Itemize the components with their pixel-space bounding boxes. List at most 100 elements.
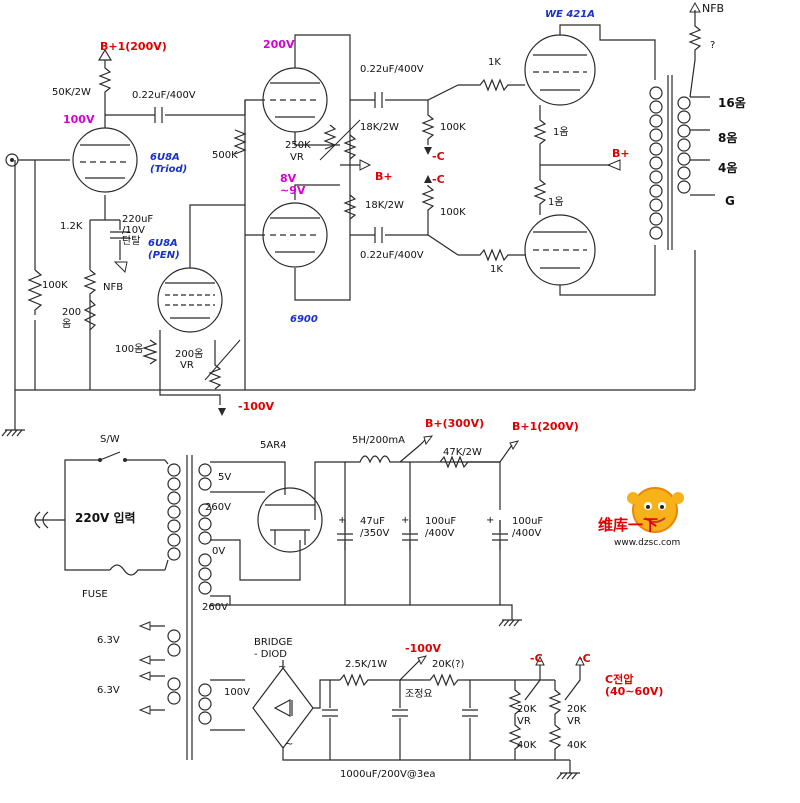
neg100-psu-arrow-icon — [417, 655, 428, 666]
resistor-47k — [439, 444, 513, 469]
label-200ohm: 200옴 — [175, 348, 203, 360]
label-18k-a: 18K/2W — [360, 122, 399, 133]
resistor-2-5k — [339, 659, 421, 687]
label-negc-psu-b: -C — [578, 652, 591, 665]
label-1k-top: 1K — [488, 57, 501, 68]
label-plus-a: + — [338, 515, 346, 526]
watermark-logo — [627, 487, 684, 533]
resistors-18k — [343, 134, 357, 220]
plug-icon — [34, 511, 65, 529]
pentode-plate-wire — [189, 204, 245, 268]
label-6-3v-a: 6.3V — [97, 635, 120, 646]
label-neg100-psu: -100V — [405, 642, 442, 655]
label-250k: 250K — [285, 140, 311, 151]
label-choke: 5H/200mA — [352, 435, 405, 446]
heater-arrow-b-icon — [138, 655, 151, 665]
label-220uf-volt: /10V — [122, 225, 145, 236]
label-tilde-a: ~ — [278, 662, 286, 673]
label-47uf-volt: /350V — [360, 528, 389, 539]
label-pen: (PEN) — [148, 250, 180, 261]
label-100v-in: 100V — [224, 687, 250, 698]
label-220uf: 220uF — [122, 214, 153, 225]
label-vr-a: VR — [517, 716, 531, 727]
coupling-wire-top — [350, 84, 459, 101]
negc-psu-arrow-a-icon — [535, 655, 545, 666]
heater-arrow-c-icon — [138, 671, 151, 681]
label-1-2k: 1.2K — [60, 221, 83, 232]
label-1ohm-b: 1옴 — [548, 196, 564, 208]
vr-200-wiper — [204, 339, 241, 381]
label-c022-top: 0.22uF/400V — [360, 64, 424, 75]
label-220uf-type: 탄탈 — [122, 234, 140, 247]
label-nfb-low: NFB — [103, 282, 123, 293]
resistor-100k-b — [421, 185, 435, 235]
label-question: ? — [710, 40, 715, 51]
label-plus-b: + — [401, 515, 409, 526]
label-c022-left: 0.22uF/400V — [132, 90, 196, 101]
label-1k-bottom: 1K — [490, 264, 503, 275]
switch-contact-b — [123, 458, 127, 462]
tube-6900-cathode-wire — [294, 132, 340, 200]
label-5v: 5V — [218, 472, 231, 483]
negc-wipers — [524, 665, 581, 701]
label-18k-b: 18K/2W — [365, 200, 404, 211]
label-1ohm-a: 1옴 — [553, 126, 569, 138]
label-we421a: WE 421A — [545, 9, 595, 20]
tube-5ar4-elements — [270, 529, 310, 545]
power-transformer — [164, 455, 212, 760]
label-100k-left: 100K — [42, 280, 68, 291]
label-tap-4: 4옴 — [718, 160, 737, 175]
label-6u8a-triod: 6U8A — [150, 152, 180, 163]
label-tap-g: G — [725, 194, 735, 208]
label-bplus1-top: B+1(200V) — [100, 40, 167, 53]
switch-contact-a — [98, 458, 102, 462]
resistor-50k — [98, 65, 112, 100]
label-100uf-b-volt: /400V — [512, 528, 541, 539]
heater-arrow-a-icon — [138, 621, 151, 631]
tube-6u8a-triode — [72, 127, 138, 193]
label-bridge: BRIDGE — [254, 637, 293, 648]
heater-arrow-d-icon — [138, 705, 151, 715]
negc-psu-arrow-b-icon — [575, 655, 585, 666]
tube-5ar4 — [257, 487, 323, 553]
resistor-100k-left — [27, 269, 43, 315]
resistor-200ohm — [83, 299, 97, 331]
label-tilde-b: ~ — [285, 739, 293, 750]
label-50k: 50K/2W — [52, 87, 91, 98]
label-bplus1-psu: B+1(200V) — [512, 420, 579, 433]
ground-symbol-input — [1, 429, 26, 437]
label-100k-b: 100K — [440, 207, 466, 218]
resistor-1k-bottom — [458, 248, 525, 262]
coupling-wire-1 — [105, 99, 265, 116]
input-jack-dot — [10, 158, 14, 162]
label-220v-input: 220V 입력 — [75, 511, 136, 525]
cathode-node — [90, 210, 120, 221]
label-5ar4: 5AR4 — [260, 440, 287, 451]
label-triod: (Triod) — [150, 164, 187, 175]
label-20k: 20K(?) — [432, 659, 464, 670]
label-40k-b: 40K — [567, 740, 587, 751]
label-6-3v-b: 6.3V — [97, 685, 120, 696]
bridge-diode-symbol — [273, 699, 293, 717]
output-plate-wires — [559, 24, 656, 296]
label-100uf-b: 100uF — [512, 516, 543, 527]
resistor-1-2k — [83, 220, 97, 300]
label-vr-200: VR — [180, 360, 194, 371]
label-neg100-amp: -100V — [238, 400, 275, 413]
label-c022-bottom: 0.22uF/400V — [360, 250, 424, 261]
label-20k-vr-a: 20K — [517, 704, 537, 715]
vr-20k-a — [508, 680, 522, 760]
label-20k-vr-b: 20K — [567, 704, 587, 715]
label-adjust: 조정요 — [405, 688, 433, 700]
neg-filter-caps — [322, 680, 478, 760]
label-plus-c: + — [486, 515, 494, 526]
vr-200ohm — [208, 340, 222, 390]
bplus1-psu-arrow-icon — [509, 440, 520, 451]
label-9v: ~9V — [280, 184, 306, 197]
label-bplus300: B+(300V) — [425, 417, 484, 430]
psu-ground-wire — [500, 604, 513, 620]
negc-arrow-b-icon — [424, 175, 432, 183]
label-nfb-top: NFB — [702, 2, 724, 15]
label-6900: 6900 — [290, 314, 318, 325]
label-diod: - DIOD — [254, 649, 287, 660]
